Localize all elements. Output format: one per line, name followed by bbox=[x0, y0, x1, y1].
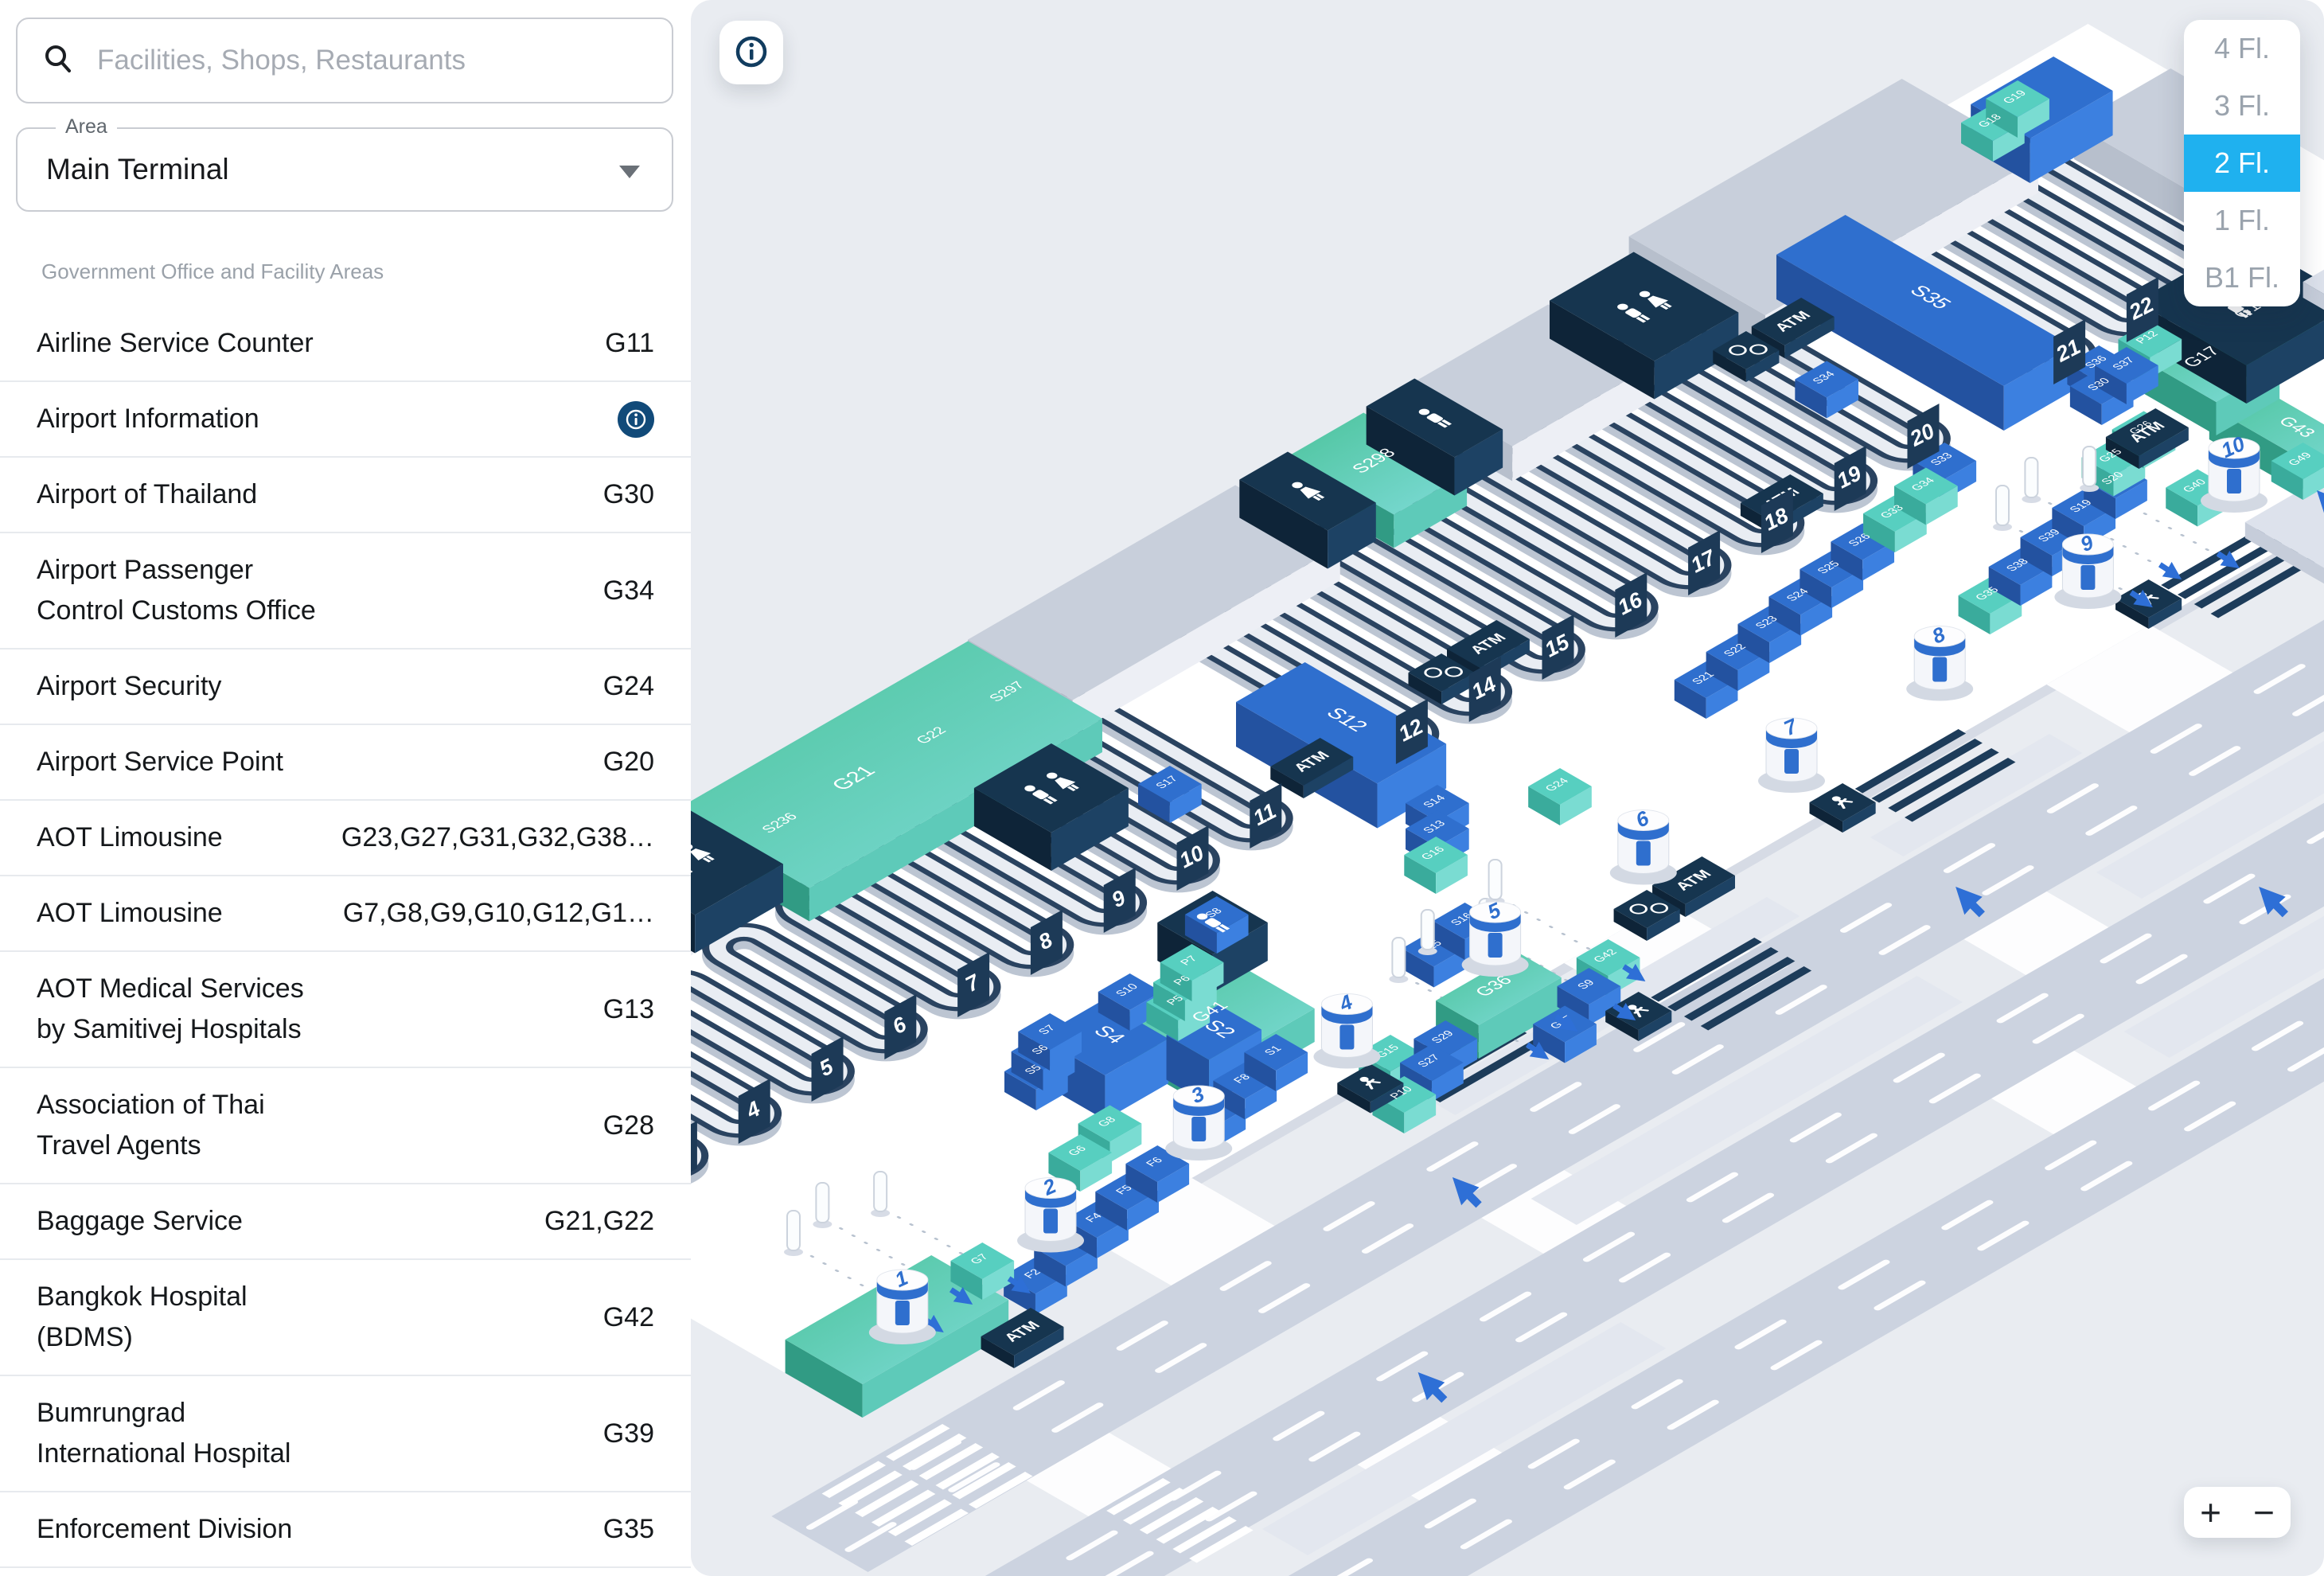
facility-name: Bumrungrad International Hospital bbox=[37, 1398, 291, 1469]
list-item[interactable]: Airline Service Counter G11 bbox=[0, 306, 691, 382]
entrance-cylinder: 3 bbox=[1165, 1082, 1233, 1161]
list-item[interactable]: Association of Thai Travel Agents G28 bbox=[0, 1068, 691, 1184]
facility-code: G24 bbox=[602, 671, 654, 701]
entrance-cylinder: 7 bbox=[1758, 713, 1826, 793]
area-select-value: Main Terminal bbox=[46, 153, 229, 185]
search-box[interactable] bbox=[16, 18, 673, 103]
list-item[interactable]: Airport Security G24 bbox=[0, 650, 691, 725]
row-number-flag: 16 bbox=[1614, 572, 1647, 638]
facility-name: Bangkok Hospital (BDMS) bbox=[37, 1281, 248, 1352]
row-number-flag: 14 bbox=[1468, 657, 1501, 722]
facility-code: G39 bbox=[602, 1418, 654, 1449]
facility-name: AOT Limousine bbox=[37, 822, 223, 852]
info-icon bbox=[734, 34, 769, 72]
facility-name: Airport Security bbox=[37, 671, 222, 701]
list-item[interactable]: Baggage Service G21,G22 bbox=[0, 1184, 691, 1260]
floor-option-3fl[interactable]: 3 Fl. bbox=[2213, 89, 2270, 122]
facility-code: G42 bbox=[602, 1301, 654, 1332]
row-number-flag: 8 bbox=[1030, 910, 1063, 975]
facility-code: G20 bbox=[602, 747, 654, 777]
facility-code: G23,G27,G31,G32,G38… bbox=[341, 822, 654, 852]
row-number-flag: 4 bbox=[738, 1079, 770, 1144]
list-item[interactable]: Bangkok Hospital (BDMS) G42 bbox=[0, 1260, 691, 1376]
floor-option-b1fl[interactable]: B1 Fl. bbox=[2204, 261, 2280, 294]
facility-name: Airport of Thailand bbox=[37, 479, 258, 509]
facility-code: G28 bbox=[602, 1110, 654, 1141]
list-item[interactable]: Airport Passenger Control Customs Office… bbox=[0, 533, 691, 650]
area-select[interactable]: Area Main Terminal bbox=[16, 115, 673, 212]
list-item[interactable]: Airport of Thailand G30 bbox=[0, 458, 691, 533]
row-number-flag: 19 bbox=[1833, 446, 1866, 511]
floor-selector: 4 Fl. 3 Fl. 2 Fl. 1 Fl. B1 Fl. bbox=[2184, 20, 2300, 306]
facility-code: G34 bbox=[602, 575, 654, 606]
facility-name: Airline Service Counter bbox=[37, 328, 314, 358]
row-number-flag: 17 bbox=[1687, 530, 1721, 595]
facility-name: AOT Limousine bbox=[37, 898, 223, 928]
search-icon bbox=[41, 42, 75, 80]
area-select-label: Area bbox=[56, 115, 117, 138]
entrance-cylinder: 5 bbox=[1461, 898, 1529, 977]
facility-code: G30 bbox=[602, 479, 654, 509]
facility-code: G13 bbox=[602, 993, 654, 1024]
facility-name: Airport Passenger Control Customs Office bbox=[37, 555, 316, 626]
info-button[interactable] bbox=[719, 21, 783, 84]
facility-code: G11 bbox=[605, 328, 654, 358]
map-markers-layer: 3456789101112141516171819202122231234567… bbox=[691, 235, 2324, 1403]
entrance-cylinder: 8 bbox=[1906, 622, 1974, 701]
floor-option-1fl[interactable]: 1 Fl. bbox=[2213, 204, 2270, 236]
list-item[interactable]: Airport Information bbox=[0, 382, 691, 458]
facility-code: G7,G8,G9,G10,G12,G1… bbox=[342, 898, 654, 928]
zoom-control: + − bbox=[2184, 1487, 2291, 1538]
row-number-flag: 3 bbox=[691, 1121, 697, 1172]
row-number-flag: 6 bbox=[884, 994, 917, 1059]
row-number-flag: 11 bbox=[1250, 783, 1282, 848]
zoom-out-button[interactable]: − bbox=[2237, 1494, 2291, 1531]
search-input[interactable] bbox=[96, 44, 648, 77]
list-item[interactable]: EOD (ExplosiveG17 bbox=[0, 1568, 691, 1576]
row-number-flag: 18 bbox=[1760, 488, 1793, 553]
row-number-flag: 9 bbox=[1103, 868, 1136, 933]
facility-code: G21,G22 bbox=[544, 1206, 654, 1236]
row-number-flag: 10 bbox=[1176, 825, 1209, 891]
floor-option-2fl[interactable]: 2 Fl. bbox=[2184, 135, 2300, 192]
list-item[interactable]: Enforcement Division G35 bbox=[0, 1492, 691, 1568]
facility-name: Enforcement Division bbox=[37, 1514, 293, 1544]
facility-name: AOT Medical Services by Samitivej Hospit… bbox=[37, 973, 304, 1044]
chevron-down-icon bbox=[619, 166, 640, 178]
zoom-in-button[interactable]: + bbox=[2184, 1494, 2237, 1531]
row-number-flag: 22 bbox=[2124, 277, 2158, 342]
entrance-cylinder: 9 bbox=[2054, 530, 2122, 609]
row-number-flag: 5 bbox=[811, 1036, 844, 1102]
entrance-cylinder: 6 bbox=[1609, 806, 1677, 885]
facility-name: Association of Thai Travel Agents bbox=[37, 1090, 265, 1161]
list-item[interactable]: Airport Service Point G20 bbox=[0, 725, 691, 801]
entrance-cylinder: 2 bbox=[1017, 1173, 1085, 1253]
row-number-flag: 12 bbox=[1394, 699, 1428, 764]
facility-name: Baggage Service bbox=[37, 1206, 243, 1236]
list-item[interactable]: AOT Limousine G23,G27,G31,G32,G38… bbox=[0, 801, 691, 876]
entrance-cylinder: 4 bbox=[1313, 989, 1381, 1069]
section-title: Government Office and Facility Areas bbox=[41, 259, 384, 283]
list-item[interactable]: Bumrungrad International Hospital G39 bbox=[0, 1376, 691, 1492]
list-item[interactable]: AOT Limousine G7,G8,G9,G10,G12,G1… bbox=[0, 876, 691, 952]
row-number-flag: 20 bbox=[1905, 404, 1940, 469]
map-panel[interactable]: S236G21G22S297S298G41G36P3G43G17G1S12S35… bbox=[691, 0, 2324, 1576]
floor-option-4fl[interactable]: 4 Fl. bbox=[2213, 32, 2270, 64]
info-badge-icon[interactable] bbox=[618, 400, 654, 438]
row-number-flag: 15 bbox=[1541, 614, 1574, 680]
facility-name: Airport Information bbox=[37, 404, 259, 434]
sidebar: Area Main Terminal Government Office and… bbox=[0, 0, 691, 1576]
row-number-flag: 21 bbox=[2052, 319, 2086, 384]
list-item[interactable]: AOT Medical Services by Samitivej Hospit… bbox=[0, 952, 691, 1068]
facility-code: G35 bbox=[602, 1514, 654, 1544]
facility-name: Airport Service Point bbox=[37, 747, 283, 777]
entrance-cylinder: 1 bbox=[868, 1266, 936, 1344]
row-number-flag: 7 bbox=[957, 952, 990, 1017]
terminal-map[interactable]: S236G21G22S297S298G41G36P3G43G17G1S12S35… bbox=[691, 0, 2324, 1576]
